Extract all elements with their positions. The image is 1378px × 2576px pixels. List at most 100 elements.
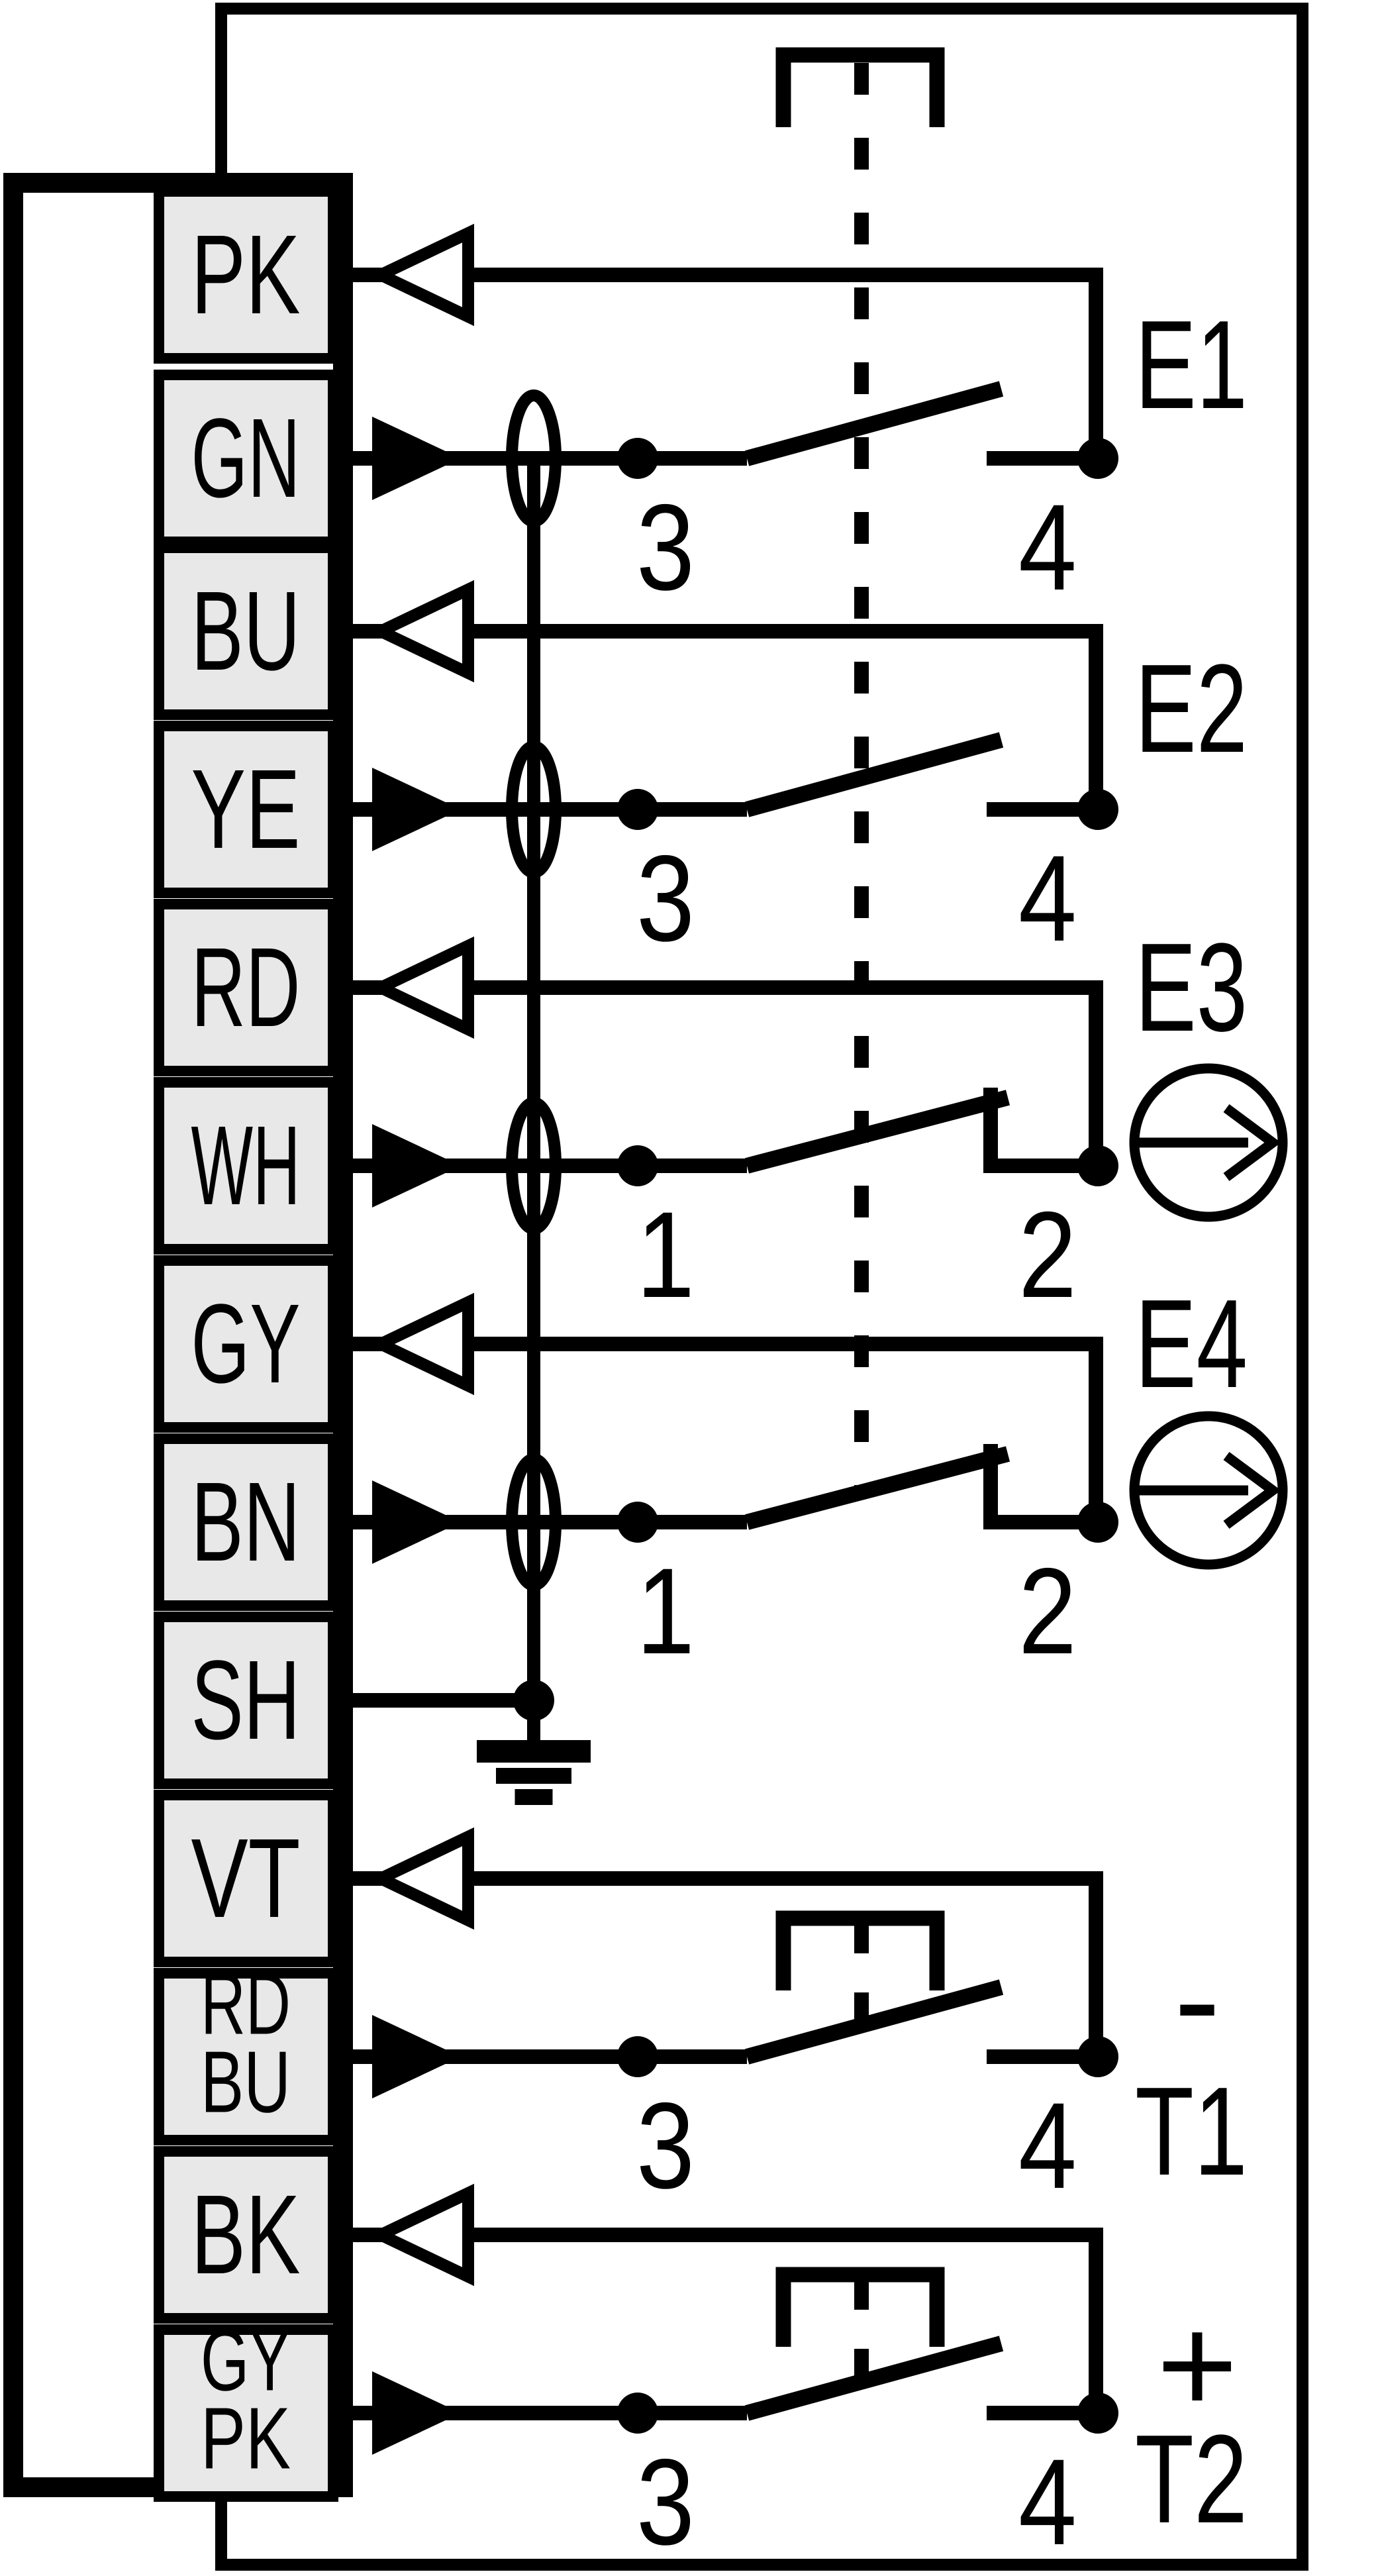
shield-bus (353, 458, 591, 1805)
terminal-cell-box (154, 721, 338, 898)
cell-label-GY/PK-line2: PK (201, 2390, 291, 2487)
arrow-output-icon (367, 1292, 474, 1396)
arrow-output-icon (367, 1827, 474, 1930)
arrow-output-icon (367, 936, 474, 1039)
cell-label-RD/BU-line2: BU (201, 2034, 291, 2131)
shield-oval-icon (506, 1097, 562, 1235)
actuator-bracket-icon (775, 2267, 945, 2347)
terminal-cell-VT: VT (154, 1790, 338, 1967)
ground-bar-3 (515, 1789, 553, 1805)
shield-oval-icon (506, 1453, 562, 1591)
terminal-cell-BU: BU (154, 542, 338, 720)
arrow-head (1223, 1451, 1281, 1529)
terminal-cell-box (154, 186, 338, 364)
terminal-cell-PK: PK (154, 186, 338, 364)
junction-dot-common (617, 2393, 658, 2434)
terminal-cell-box (154, 1255, 338, 1433)
ground-bar-1 (477, 1740, 591, 1763)
arrow-input-icon (372, 1480, 461, 1564)
ground-icon (477, 1700, 591, 1805)
switch-blade (744, 1446, 1010, 1530)
output-wire-GY (353, 1337, 1103, 1522)
label-E4: E4 (1135, 1274, 1248, 1414)
junction-dot-common (617, 438, 658, 479)
terminal-cell-RD: RD (154, 899, 338, 1076)
label-E3: E3 (1135, 917, 1248, 1058)
cell-label-YE: YE (191, 747, 301, 872)
cell-label-GN: GN (191, 395, 301, 521)
arrow-input-icon (372, 2015, 461, 2098)
switch-blade (744, 732, 1004, 817)
shield-oval-icon (506, 741, 562, 878)
label-T1: T1 (1135, 2061, 1248, 2202)
terminal-cell-BK: BK (154, 2146, 338, 2324)
cell-label-RD/BU-line1: RD (201, 1955, 291, 2053)
terminal-cell-box (154, 1968, 338, 2145)
arrow-input-icon (372, 1124, 461, 1208)
terminal-cell-GY: GY (154, 1255, 338, 1433)
circle-outline (1129, 1063, 1288, 1222)
output-wire-RD (353, 980, 1103, 1166)
terminal-cell-SH: SH (154, 1612, 338, 1789)
terminal-cell-box (154, 1790, 338, 1967)
contact-number-common: 3 (636, 2434, 695, 2571)
terminal-cell-box (154, 899, 338, 1076)
circle-outline (1129, 1411, 1288, 1570)
label-T2: T2 (1135, 2409, 1248, 2550)
terminal-cell-box (154, 370, 338, 547)
circle-arrow-icon (1129, 1411, 1288, 1570)
switch-E1: 3 4 E1 (353, 223, 1248, 616)
nc-contact (983, 1444, 1098, 1529)
junction-dot-common (617, 1145, 658, 1186)
switch-blade (744, 2336, 1004, 2421)
contact-number-common: 3 (636, 2078, 695, 2214)
junction-dot-common (617, 789, 658, 830)
shield-oval-icon (506, 389, 562, 527)
label-E1: E1 (1135, 295, 1248, 435)
cell-label-SH: SH (191, 1637, 301, 1763)
switch-blade (744, 1090, 1010, 1174)
contact-number-switched: 4 (1018, 2078, 1077, 2214)
terminal-cell-box (154, 2324, 338, 2502)
cell-label-RD: RD (191, 925, 301, 1051)
terminal-cell-box (154, 542, 338, 720)
cell-label-BK: BK (191, 2172, 301, 2298)
arrow-input-icon (372, 2371, 461, 2455)
terminal-cell-box (154, 2146, 338, 2324)
cell-label-GY/PK-line1: GY (201, 2312, 291, 2409)
arrow-input-icon (372, 768, 461, 851)
contact-number-common: 3 (636, 480, 695, 616)
contact-number-switched: 4 (1018, 480, 1077, 616)
arrow-output-icon (367, 223, 474, 327)
contact-number-switched: 4 (1018, 831, 1077, 967)
cell-label-GY: GY (191, 1281, 301, 1407)
terminal-cell-box (154, 1612, 338, 1789)
top-actuator-bracket-icon (775, 47, 945, 127)
contact-number-common: 3 (636, 831, 695, 967)
output-wire-BK (353, 2228, 1103, 2413)
cell-label-VT: VT (191, 1816, 301, 1941)
switch-blade (744, 1979, 1004, 2065)
cell-label-BN: BN (191, 1459, 301, 1585)
polarity-minus: - (1174, 1922, 1220, 2077)
circle-arrow-icon (1129, 1063, 1288, 1222)
nc-contact (983, 1088, 1098, 1173)
cell-label-PK: PK (191, 212, 301, 338)
ground-bar-2 (496, 1768, 571, 1784)
switch-T1: 3 4 T1- (353, 1827, 1248, 2214)
output-wire-PK (353, 268, 1103, 458)
actuator-bracket-icon (775, 1910, 945, 1990)
terminal-cell-box (154, 1433, 338, 1611)
contact-number-common: 1 (636, 1543, 695, 1680)
terminal-cell-GN: GN (154, 370, 338, 547)
arrow-output-icon (367, 580, 474, 683)
terminal-cell-YE: YE (154, 721, 338, 898)
polarity-plus: + (1157, 2287, 1238, 2443)
